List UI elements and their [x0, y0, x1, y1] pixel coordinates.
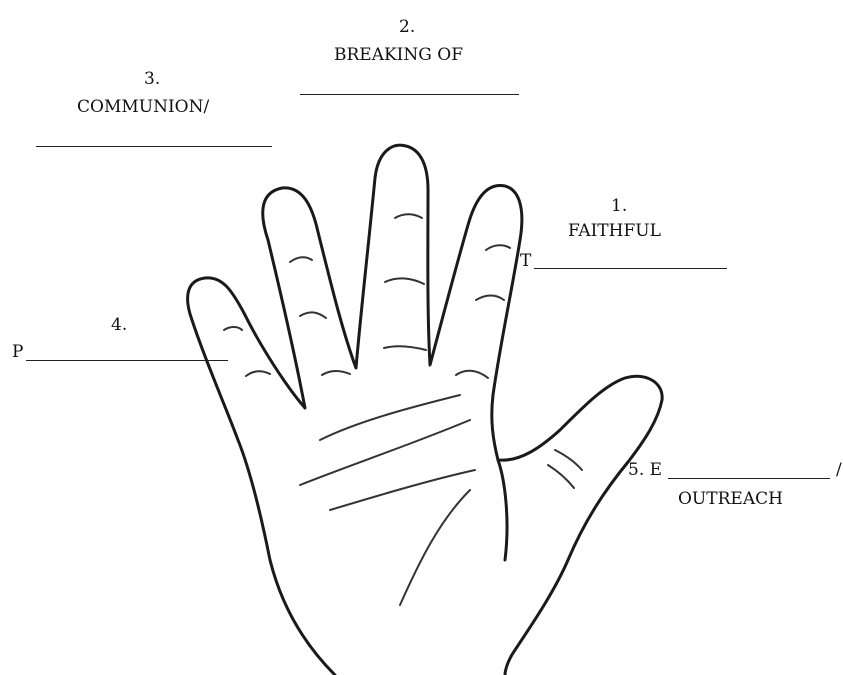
- label-4-prefix: P: [12, 341, 23, 363]
- label-3-text: COMMUNION/: [77, 96, 209, 118]
- label-1-number: 1.: [611, 195, 627, 217]
- label-1-prefix: T: [520, 250, 531, 272]
- label-2-blank[interactable]: [300, 94, 519, 95]
- label-2-number: 2.: [399, 16, 415, 38]
- label-3-number: 3.: [144, 68, 160, 90]
- label-4-number: 4.: [111, 314, 127, 336]
- label-1-blank[interactable]: [534, 268, 727, 269]
- label-5-text: OUTREACH: [678, 488, 783, 510]
- label-2-text: BREAKING OF: [334, 44, 463, 66]
- label-5-slash: /: [836, 459, 842, 481]
- label-4-blank[interactable]: [26, 360, 228, 361]
- label-5-prefix: 5. E: [628, 459, 662, 481]
- label-1-text: FAITHFUL: [568, 220, 661, 242]
- label-3-blank[interactable]: [36, 146, 272, 147]
- label-5-blank[interactable]: [668, 478, 830, 479]
